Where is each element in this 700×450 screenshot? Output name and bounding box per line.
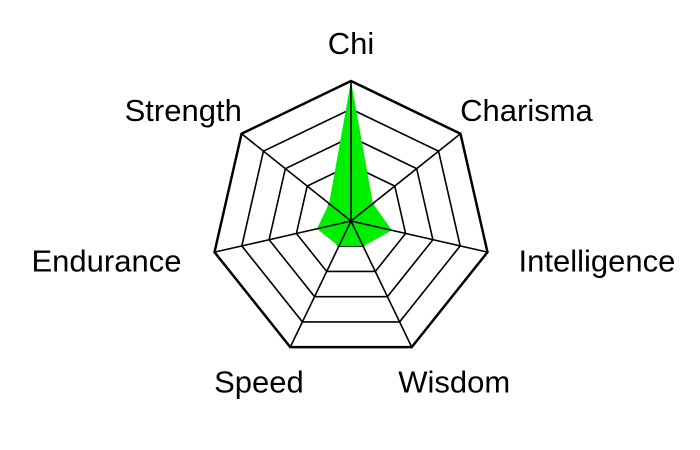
grid-ring-5 — [213, 79, 489, 349]
spoke-charisma — [350, 133, 461, 222]
axis-label-speed: Speed — [214, 364, 304, 399]
grid-ring-4 — [240, 108, 462, 323]
axis-label-strength: Strength — [125, 93, 242, 128]
axis-label-wisdom: Wisdom — [398, 364, 510, 399]
spoke-strength — [241, 133, 352, 222]
axis-label-endurance: Endurance — [32, 244, 182, 279]
grid-ring-3 — [268, 136, 434, 298]
spoke-speed — [289, 220, 352, 348]
spoke-endurance — [214, 220, 352, 253]
spoke-wisdom — [350, 220, 413, 348]
spoke-intelligence — [350, 220, 488, 253]
series-area-0 — [316, 81, 392, 247]
radar-grid — [213, 79, 489, 349]
axis-label-intelligence: Intelligence — [519, 244, 676, 279]
grid-ring-2 — [295, 164, 407, 273]
axis-label-chi: Chi — [328, 26, 375, 61]
radar-spokes — [214, 81, 488, 348]
axis-label-charisma: Charisma — [460, 93, 593, 128]
